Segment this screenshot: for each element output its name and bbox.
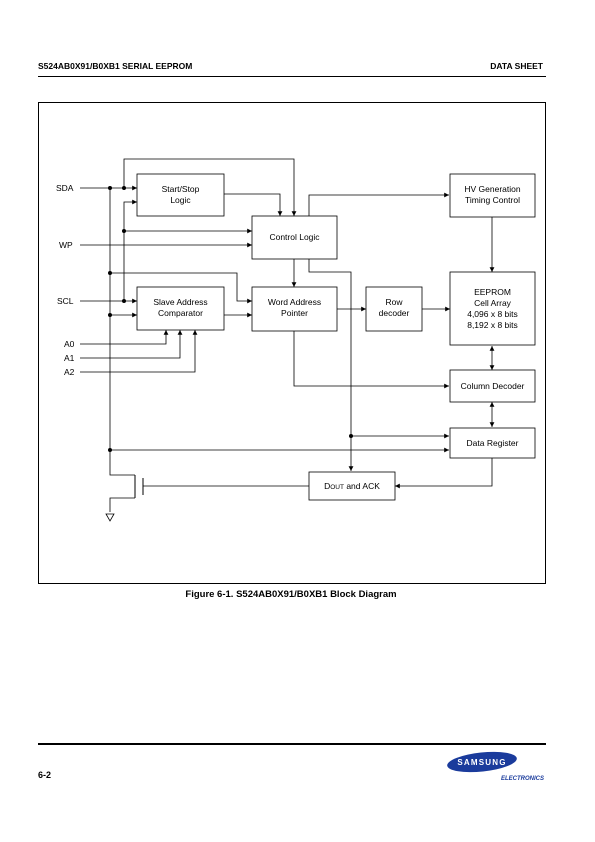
control-logic-block [251,215,338,260]
samsung-logo: SAMSUNG ELECTRONICS [447,751,544,782]
pin-label-a1: A1 [64,353,75,363]
start-stop-to-control-arrow [224,193,283,216]
section-label: DATA SHEET [490,61,543,71]
word-address-to-column-arrow [293,331,449,389]
sda-to-transistor-wire [109,450,135,476]
a1-wire [80,330,183,359]
block-diagram-frame [38,102,546,584]
slave-address-label-line1: Slave Address [153,297,207,307]
slave-address-label-line2: Comparator [158,308,203,318]
eeprom-label-line2: Cell Array [474,298,512,308]
pin-label-scl: SCL [57,296,74,306]
header-rule [38,76,546,77]
start-stop-label-line1: Start/Stop [162,184,200,194]
logo-subtext: ELECTRONICS [501,776,544,782]
sda-to-word-address-wire [110,272,252,304]
dout-ack-label: DOUT and ACK [324,481,380,491]
junction-dot [108,271,112,275]
junction-dot [108,448,112,452]
start-stop-label-line2: Logic [170,195,191,205]
junction-dot [122,299,126,303]
control-to-hv-arrow [308,192,449,216]
logo-ellipse [447,751,517,773]
a0-wire [80,330,169,345]
junction-dot [108,186,112,190]
pin-label-a2: A2 [64,367,75,377]
pin-label-wp: WP [59,240,73,250]
start-stop-logic-block [136,173,225,217]
word-address-label-line2: Pointer [281,308,308,318]
data-register-label: Data Register [467,438,519,448]
control-to-dout-arrow [308,259,354,471]
data-register-block [449,427,536,459]
transistor-source-wire [109,497,135,512]
hv-generation-label-line2: Timing Control [465,195,520,205]
pin-label-a0: A0 [64,339,75,349]
junction-dot [122,186,126,190]
row-decoder-label-line1: Row [385,297,403,307]
pin-label-sda: SDA [56,183,74,193]
document-title: S524AB0X91/B0XB1 SERIAL EEPROM [38,61,193,71]
row-decoder-block [365,286,423,332]
hv-generation-block [449,173,536,218]
word-address-label-line1: Word Address [268,297,321,307]
footer-rule [38,743,546,745]
word-address-pointer-block [251,286,338,332]
column-decoder-label: Column Decoder [461,381,525,391]
data-register-to-dout-arrow [395,458,493,489]
logo-wordmark: SAMSUNG [457,758,506,767]
eeprom-label-line4: 8,192 x 8 bits [467,320,518,330]
figure-caption: Figure 6-1. S524AB0X91/B0XB1 Block Diagr… [185,589,397,600]
junction-dot [349,434,353,438]
junction-dot [122,229,126,233]
column-decoder-block [449,369,536,403]
sda-to-control-logic-wire [123,158,297,216]
hv-generation-label-line1: HV Generation [464,184,520,194]
eeprom-cell-array-block [449,271,536,346]
control-logic-label: Control Logic [269,232,320,242]
slave-address-comparator-block [136,286,225,331]
eeprom-label-line3: 4,096 x 8 bits [467,309,518,319]
page-number: 6-2 [38,770,52,780]
scl-to-start-stop-wire [123,199,137,301]
dout-ack-block [308,471,396,501]
eeprom-label-line1: EEPROM [474,287,511,297]
a2-wire [80,330,198,373]
junction-dot [108,313,112,317]
ground-symbol [105,513,115,522]
row-decoder-label-line2: decoder [379,308,410,318]
